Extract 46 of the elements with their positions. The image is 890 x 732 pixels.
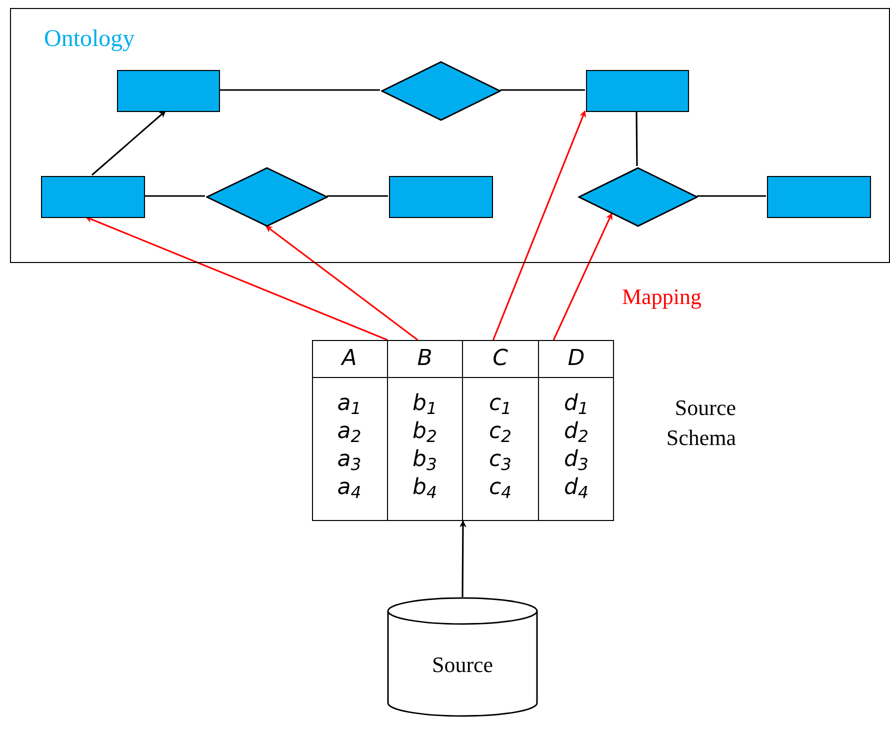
table-cell: c$_{1}$ (488, 390, 512, 418)
relationship-diamond (578, 167, 698, 227)
connector-line (500, 89, 585, 91)
frame-title: Ontology (44, 25, 135, 54)
table-cell: a$_{2}$ (337, 418, 362, 446)
table-cell: d$_{3}$ (564, 446, 588, 474)
relationship-diamond (381, 61, 501, 121)
connector-line (636, 111, 638, 166)
entity-box (41, 176, 145, 218)
table-cell: d$_{2}$ (564, 418, 588, 446)
column-header: C (492, 345, 508, 373)
table-cell: b$_{3}$ (412, 446, 437, 474)
table-cell: a$_{4}$ (337, 474, 362, 502)
table-cell: c$_{3}$ (488, 446, 512, 474)
column-header: B (417, 345, 432, 373)
entity-box (767, 176, 871, 218)
schema-caption: Source Schema (665, 394, 736, 452)
table-cell: d$_{1}$ (564, 390, 588, 418)
node-label: Source (432, 650, 494, 678)
arrow (492, 110, 586, 340)
arrow (91, 110, 166, 176)
table-cell: a$_{3}$ (337, 446, 362, 474)
table-cell: d$_{4}$ (564, 474, 588, 502)
column-header: A (342, 345, 357, 373)
table-cell: b$_{2}$ (412, 418, 437, 446)
connector-line (327, 195, 388, 197)
table-cell: b$_{4}$ (412, 474, 437, 502)
arrow (459, 520, 466, 597)
table-cell: b$_{1}$ (412, 390, 437, 418)
entity-box (586, 70, 689, 112)
entity-box (389, 176, 493, 218)
connector-line (697, 195, 766, 197)
mapping-label: Mapping (622, 283, 702, 311)
arrow (552, 212, 613, 340)
relationship-diamond (206, 167, 328, 227)
column-header: D (568, 345, 585, 373)
table-cell: a$_{1}$ (337, 390, 362, 418)
connector-line (219, 89, 380, 91)
ontology-frame (10, 8, 890, 263)
table-cell: c$_{4}$ (488, 474, 512, 502)
entity-box (117, 70, 220, 112)
arrow (265, 225, 418, 341)
schema-table (312, 340, 614, 521)
table-cell: c$_{2}$ (488, 418, 512, 446)
connector-line (144, 195, 205, 197)
arrow (85, 216, 388, 341)
